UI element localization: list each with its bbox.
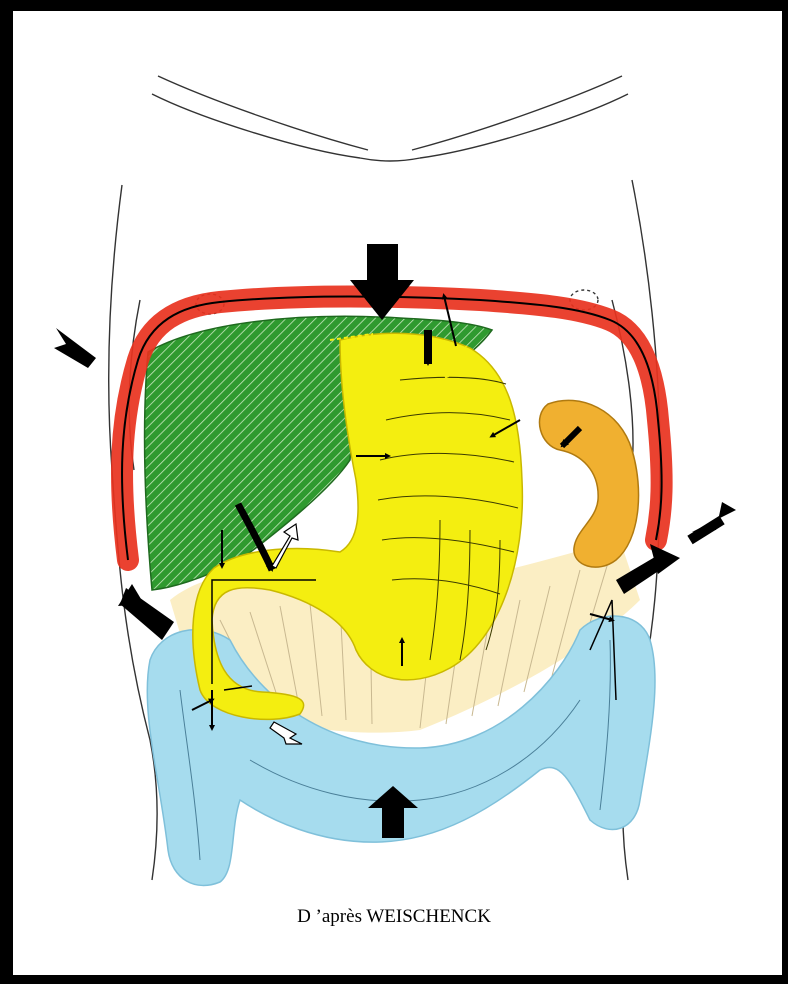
spleen bbox=[539, 400, 638, 567]
lateral-outward-arrow-left bbox=[54, 328, 96, 368]
figure-caption: D ’après WEISCHENCK bbox=[0, 906, 788, 928]
large-downward-force-arrow-top bbox=[350, 244, 414, 320]
inward-arrow-lower-left bbox=[118, 584, 174, 640]
lateral-outward-arrow-right bbox=[690, 502, 736, 540]
clavicle-lines bbox=[152, 76, 628, 161]
